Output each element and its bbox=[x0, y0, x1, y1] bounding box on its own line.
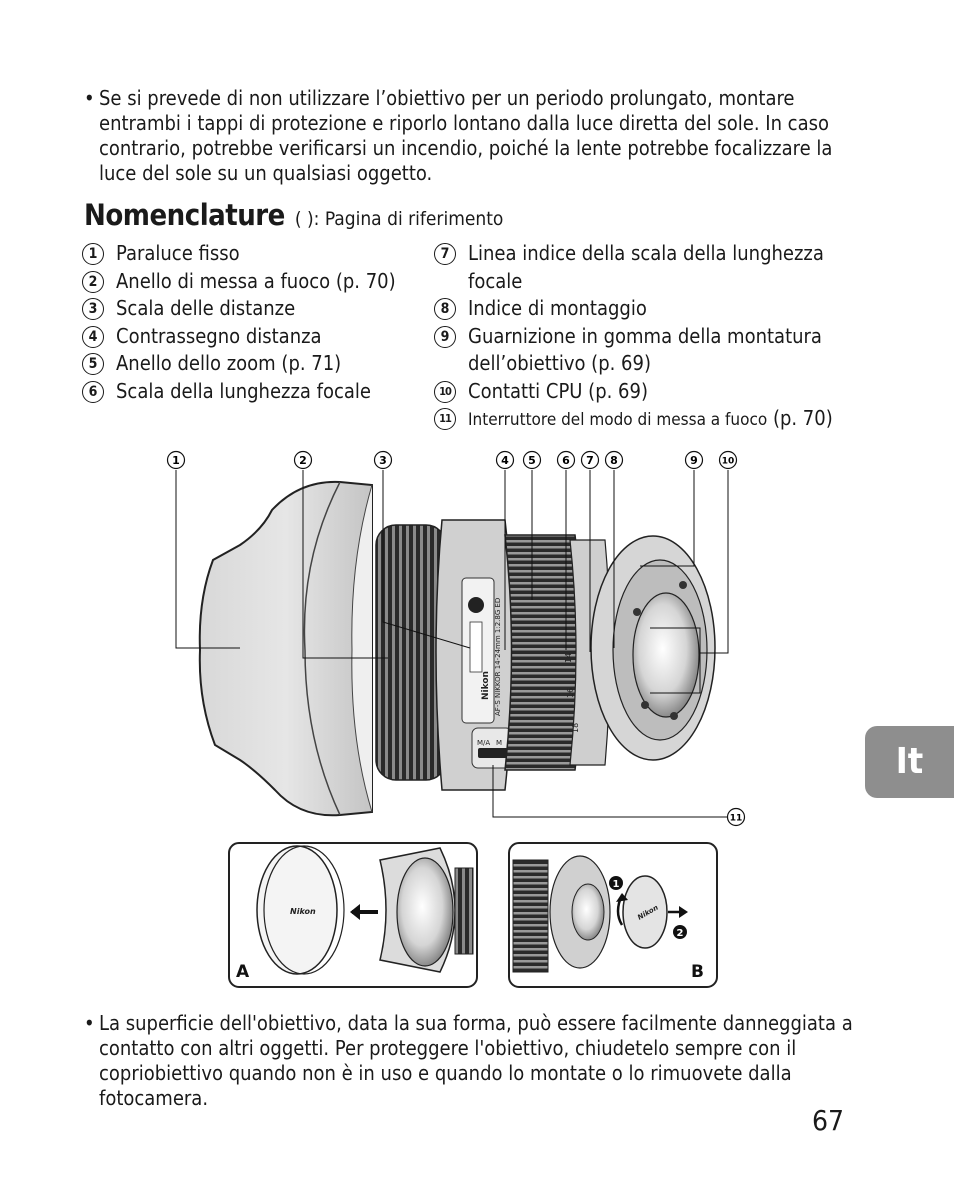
arrow-left-icon bbox=[350, 904, 360, 920]
focal-mark: 14 bbox=[564, 653, 573, 663]
inset-label-b: B bbox=[691, 962, 704, 982]
step-badge bbox=[609, 876, 623, 890]
callout-number: 2 bbox=[299, 454, 307, 467]
bullet-dot: • bbox=[84, 86, 95, 110]
callout-circle bbox=[580, 450, 600, 470]
part-item: 7 Linea indice della scala della lunghezz… bbox=[432, 240, 852, 295]
leader-lines bbox=[175, 470, 729, 818]
bullet-caution-storage: • Se si prevede di non utilizzare l’obie… bbox=[84, 86, 864, 186]
step-badge bbox=[673, 925, 687, 939]
callout-number: 10 bbox=[722, 457, 735, 467]
part-label: Anello dello zoom (p. 71) bbox=[116, 351, 342, 375]
callout-circle bbox=[373, 450, 393, 470]
callout-circle bbox=[522, 450, 542, 470]
callout-circle bbox=[604, 450, 624, 470]
callout-circle bbox=[166, 450, 186, 470]
callout-number: 9 bbox=[690, 454, 698, 467]
focal-mark: 16 bbox=[566, 688, 575, 698]
part-item: 8 Indice di montaggio bbox=[432, 295, 852, 323]
bullet-text: Se si prevede di non utilizzare l’obiett… bbox=[99, 86, 833, 185]
part-number: 9 bbox=[434, 325, 456, 348]
part-item: 5 Anello dello zoom (p. 71) bbox=[80, 350, 420, 378]
inset-a: Nikon A bbox=[228, 842, 478, 988]
part-item: 10 Contatti CPU (p. 69) bbox=[432, 378, 852, 406]
part-label: Contrassegno distanza bbox=[116, 323, 322, 348]
part-label: Paraluce fisso bbox=[116, 241, 240, 265]
part-label: Scala della lunghezza focale bbox=[116, 378, 371, 403]
callout-circle bbox=[718, 450, 738, 470]
nikon-n-logo bbox=[468, 597, 484, 613]
parts-list-left: 1 Paraluce fisso 2 Anello di messa a fuoco… bbox=[80, 240, 420, 405]
callout-number: 4 bbox=[501, 454, 509, 467]
part-number: 7 bbox=[434, 243, 456, 265]
lens-model: AF-S NIKKOR 14-24mm 1:2.8G ED bbox=[494, 598, 502, 716]
focal-mark: 18 bbox=[571, 723, 580, 733]
callout-number: 11 bbox=[730, 814, 743, 824]
part-number: 8 bbox=[434, 298, 456, 320]
callout-circle bbox=[684, 450, 704, 470]
part-number: 10 bbox=[434, 380, 456, 403]
part-item: 2 Anello di messa a fuoco (p. 70) bbox=[80, 268, 420, 296]
bullet-dot: • bbox=[84, 1011, 95, 1035]
section-heading: Nomenclature ( ): Pagina di riferimento bbox=[84, 198, 503, 232]
part-label: Indice di montaggio bbox=[468, 296, 647, 320]
bullet-text: La superficie dell'obiettivo, data la su… bbox=[99, 1011, 853, 1110]
rotate-arrow-icon bbox=[616, 893, 628, 902]
step-number: 2 bbox=[677, 928, 684, 939]
part-item: 4 Contrassegno distanza bbox=[80, 323, 420, 351]
page-number: 67 bbox=[812, 1104, 845, 1137]
callout-circle bbox=[495, 450, 515, 470]
part-item: 3 Scala delle distanze bbox=[80, 295, 420, 323]
heading-title: Nomenclature bbox=[84, 198, 285, 232]
part-label: Linea indice della scala della lunghezza… bbox=[468, 241, 824, 293]
part-item: 11 Interruttore del modo di messa a fuoco… bbox=[432, 405, 852, 435]
step-number: 1 bbox=[613, 879, 620, 890]
part-number: 1 bbox=[82, 243, 104, 265]
part-label: Interruttore del modo di messa a fuoco bbox=[468, 410, 768, 430]
callout-number: 5 bbox=[528, 454, 536, 467]
part-number: 2 bbox=[82, 270, 104, 293]
callout-number: 6 bbox=[562, 454, 570, 467]
part-item: 1 Paraluce fisso bbox=[80, 240, 420, 268]
switch-m-label: M bbox=[496, 739, 502, 747]
callout-number: 1 bbox=[172, 454, 180, 467]
part-label: Scala delle distanze bbox=[116, 296, 296, 320]
part-ref: (p. 70) bbox=[772, 406, 833, 430]
inset-b: Nikon 1 2 B bbox=[508, 842, 718, 988]
heading-subtitle: ( ): Pagina di riferimento bbox=[294, 208, 504, 230]
bullet-caution-surface: • La superficie dell'obiettivo, data la … bbox=[84, 1011, 864, 1111]
callout-circle bbox=[726, 807, 746, 827]
part-label: Contatti CPU (p. 69) bbox=[468, 378, 648, 403]
part-label: Guarnizione in gomma della montatura del… bbox=[468, 323, 822, 376]
part-label: Anello di messa a fuoco (p. 70) bbox=[116, 268, 396, 293]
part-number: 6 bbox=[82, 380, 104, 403]
part-number: 4 bbox=[82, 325, 104, 348]
part-item: 9 Guarnizione in gomma della montatura de… bbox=[432, 323, 852, 378]
part-number: 5 bbox=[82, 353, 104, 375]
part-item: 6 Scala della lunghezza focale bbox=[80, 378, 420, 406]
lens-brand: Nikon bbox=[481, 671, 491, 700]
callout-circle bbox=[556, 450, 576, 470]
lens-illustration bbox=[198, 480, 716, 817]
switch-ma-label: M/A bbox=[477, 739, 490, 747]
callout-circle bbox=[293, 450, 313, 470]
part-number: 11 bbox=[434, 408, 456, 430]
parts-list-right: 7 Linea indice della scala della lunghezz… bbox=[432, 240, 852, 435]
callout-number: 7 bbox=[586, 454, 594, 467]
part-number: 3 bbox=[82, 298, 104, 320]
callout-number: 3 bbox=[379, 454, 387, 467]
language-tab: It bbox=[865, 726, 954, 798]
inset-label-a: A bbox=[236, 962, 250, 982]
callout-number: 8 bbox=[610, 454, 618, 467]
cap-brand-a: Nikon bbox=[290, 907, 316, 916]
arrow-right-icon bbox=[679, 906, 688, 918]
